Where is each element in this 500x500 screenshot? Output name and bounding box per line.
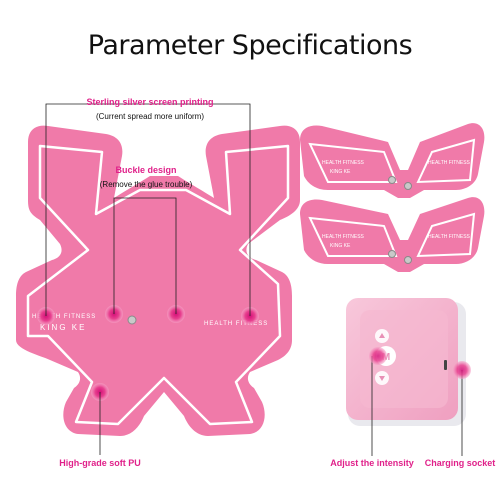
large-pad: HEALTH FITNESS KING KE HEALTH FITNESS — [16, 125, 300, 436]
buckle-label: Buckle design — [115, 165, 177, 175]
large-pad-snap-button — [127, 315, 137, 325]
up-arrow-icon — [379, 333, 385, 338]
small-pad-top-print-left: HEALTH FITNESS — [322, 160, 365, 166]
large-pad-inner-border — [26, 144, 290, 426]
buckle-note: (Remove the glue trouble) — [99, 180, 193, 189]
soft-pu-label: High-grade soft PU — [59, 458, 141, 468]
large-pad-print-left-sub: KING KE — [40, 323, 86, 332]
large-pad-print-left: HEALTH FITNESS — [32, 314, 96, 320]
small-pad-top: HEALTH FITNESS KING KE HEALTH FITNESS — [300, 123, 485, 198]
charging-socket-label: Charging socket — [424, 458, 496, 468]
small-pad-bottom-print-right: HEALTH FITNESS — [428, 234, 471, 240]
controller: M — [346, 298, 466, 426]
page-title: Parameter Specifications — [87, 30, 413, 61]
intensity-label: Adjust the intensity — [330, 458, 414, 468]
screen-printing-label: Sterling silver screen printing — [86, 97, 214, 107]
small-pad-bottom-print-left-sub: KING KE — [330, 243, 351, 249]
small-pad-top-print-left-sub: KING KE — [330, 169, 351, 175]
screen-printing-note: (Current spread more uniform) — [95, 112, 205, 121]
small-pad-bottom: HEALTH FITNESS KING KE HEALTH FITNESS — [300, 197, 485, 272]
highlight-dot — [369, 347, 387, 365]
small-pad-top-print-right: HEALTH FITNESS — [428, 160, 471, 166]
callout-lines — [45, 103, 463, 456]
highlight-dot — [453, 361, 471, 379]
charging-port — [444, 360, 447, 370]
down-arrow-icon — [379, 376, 385, 381]
small-pad-bottom-print-left: HEALTH FITNESS — [322, 234, 365, 240]
large-pad-print-right: HEALTH FITNESS — [204, 321, 268, 327]
